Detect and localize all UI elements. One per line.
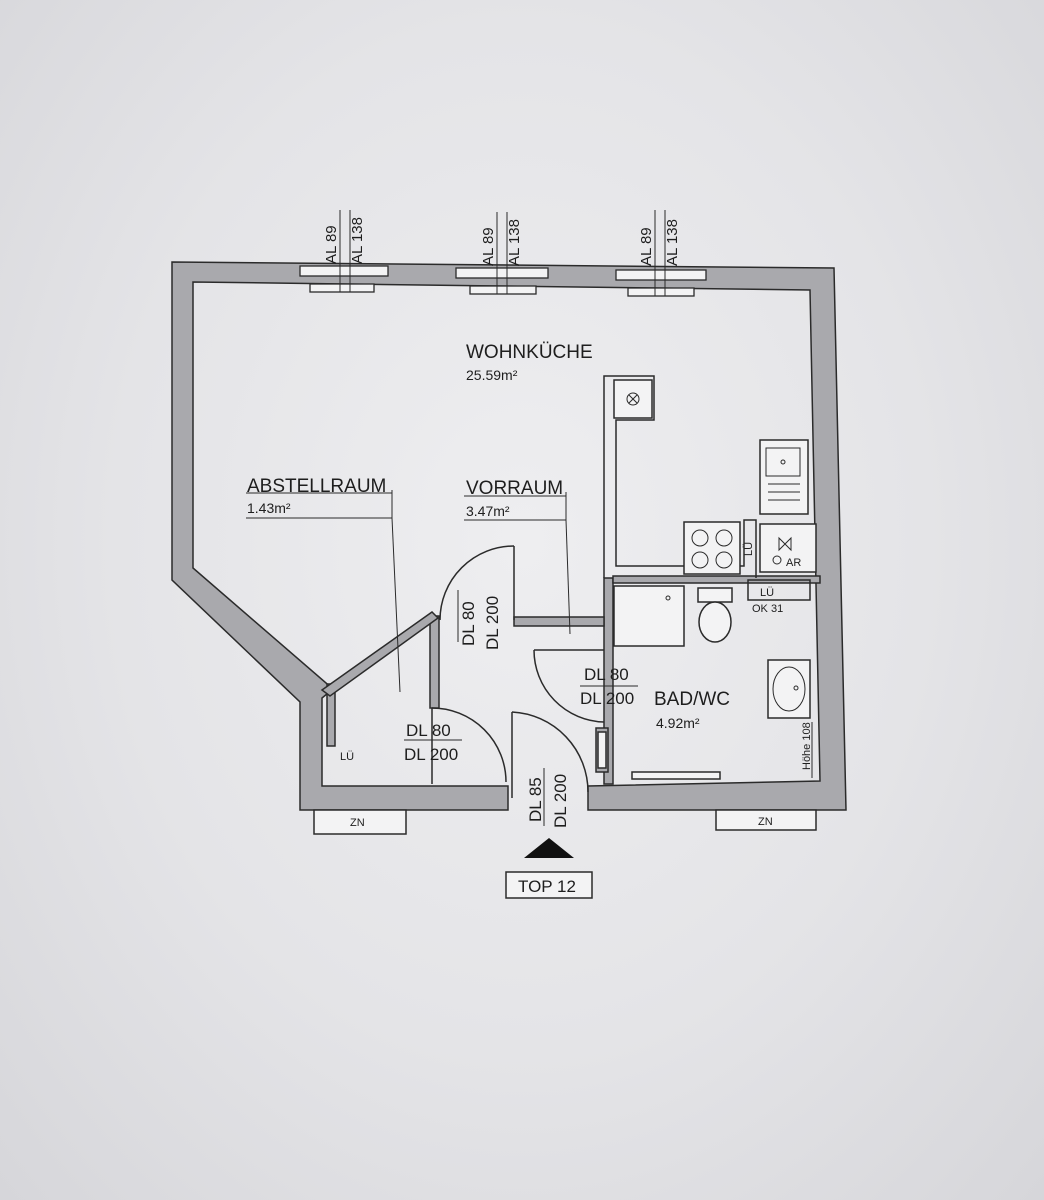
hoehe-label: Höhe 108 xyxy=(801,722,813,770)
wohnkueche-area: 25.59m² xyxy=(466,367,518,383)
vorraum-name: VORRAUM xyxy=(466,478,563,499)
bad-wc-name: BAD/WC xyxy=(654,689,730,710)
vorraum-area: 3.47m² xyxy=(466,503,510,519)
entrance-door-width: DL 85 xyxy=(526,777,545,822)
washbasin-icon xyxy=(767,659,811,719)
zn-box-left xyxy=(313,809,407,835)
outer-walls xyxy=(171,261,847,811)
door-bad xyxy=(533,649,605,723)
abstell-door-height: DL 200 xyxy=(404,745,458,764)
entrance-arrow-icon xyxy=(524,838,574,858)
ar-label: AR xyxy=(786,557,801,569)
bad-lu-label: LÜ xyxy=(760,587,774,599)
wohnkueche-name: WOHNKÜCHE xyxy=(466,342,593,363)
kitchen-sink-icon xyxy=(759,439,809,515)
vorraum-door-width: DL 80 xyxy=(459,601,478,646)
abstellraum-name: ABSTELLRAUM xyxy=(247,476,386,497)
entrance-door-height: DL 200 xyxy=(551,774,570,828)
toilet-icon xyxy=(697,587,733,643)
cooktop-icon xyxy=(683,521,741,575)
zn-label-left: ZN xyxy=(350,817,365,829)
bathroom-radiator xyxy=(631,771,721,780)
valve-icon xyxy=(772,536,792,565)
zn-box-right xyxy=(715,809,817,831)
window-2-label-b: AL 138 xyxy=(506,219,523,266)
shower-tray xyxy=(613,585,685,647)
door-abstellraum xyxy=(431,707,507,784)
ok-label: OK 31 xyxy=(752,603,783,615)
bad-door-width: DL 80 xyxy=(584,665,629,684)
window-openings xyxy=(299,265,707,297)
window-2-label-a: AL 89 xyxy=(480,227,497,266)
vorraum-door-height: DL 200 xyxy=(483,596,502,650)
unit-label: TOP 12 xyxy=(518,877,576,896)
dishwasher-icon xyxy=(613,379,653,419)
window-ticks xyxy=(339,210,666,296)
label-frames xyxy=(246,490,638,826)
kitchen-counter xyxy=(603,375,757,578)
bad-wc-area: 4.92m² xyxy=(656,715,700,731)
ventilation-box xyxy=(759,523,817,573)
window-1-label-b: AL 138 xyxy=(349,217,366,264)
abstell-door-width: DL 80 xyxy=(406,721,451,740)
abstellraum-area: 1.43m² xyxy=(247,500,291,516)
window-3-label-a: AL 89 xyxy=(638,227,655,266)
door-entrance xyxy=(511,711,589,798)
abstell-lu-label: LÜ xyxy=(340,751,354,763)
window-3-label-b: AL 138 xyxy=(664,219,681,266)
door-vorraum xyxy=(439,545,515,621)
unit-label-box xyxy=(505,871,593,899)
interior-walls xyxy=(320,575,821,785)
window-1-label-a: AL 89 xyxy=(323,225,340,264)
bathroom-shaft xyxy=(747,579,811,601)
kitchen-lu-label: LÜ xyxy=(743,542,755,556)
zn-label-right: ZN xyxy=(758,816,773,828)
bathroom-corner-block xyxy=(597,731,607,769)
bad-door-height: DL 200 xyxy=(580,689,634,708)
